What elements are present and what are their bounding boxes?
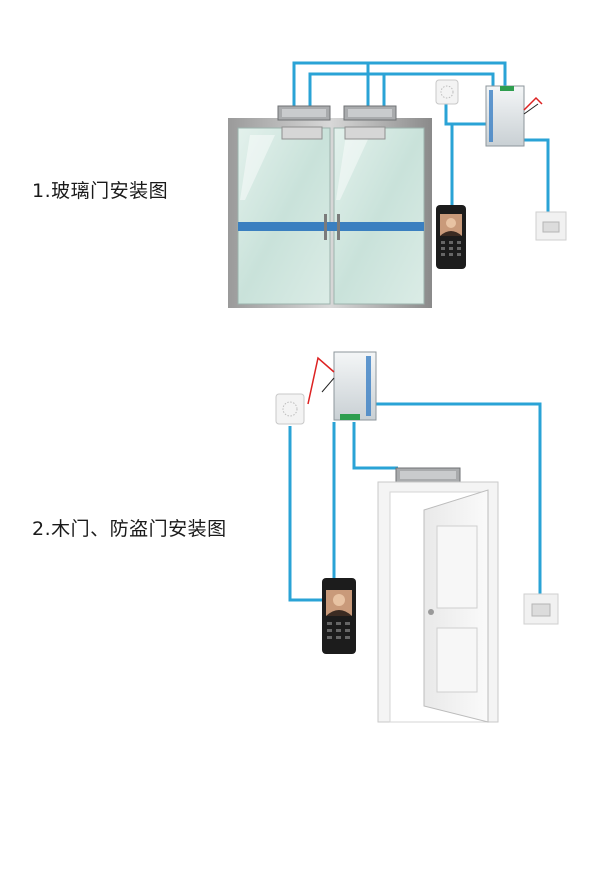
wiring xyxy=(288,402,542,602)
glass-door-diagram xyxy=(228,61,567,308)
glass-door-caption: 1.玻璃门安装图 xyxy=(32,180,169,202)
magnetic-lock-icon xyxy=(277,105,331,121)
exit-button-icon xyxy=(535,211,567,241)
doorbell-icon xyxy=(275,393,305,425)
face-recognition-terminal-icon xyxy=(322,578,356,654)
right-glass-panel xyxy=(333,127,425,305)
right-handle xyxy=(337,214,340,240)
power-supply-icon xyxy=(307,351,377,421)
magnetic-lock-icon xyxy=(395,467,461,483)
armature-plate-right xyxy=(344,126,386,140)
door-rail xyxy=(238,222,424,231)
face-recognition-terminal-icon xyxy=(436,205,466,269)
doorbell-icon xyxy=(435,79,459,105)
wood-door-caption: 2.木门、防盗门安装图 xyxy=(32,518,227,540)
wood-door-diagram xyxy=(275,351,559,723)
power-supply-icon xyxy=(485,85,543,147)
wiring xyxy=(292,61,550,212)
wood-door-leaf xyxy=(423,489,489,723)
magnetic-lock-icon xyxy=(343,105,397,121)
armature-plate-left xyxy=(281,126,323,140)
left-handle xyxy=(324,214,327,240)
left-glass-panel xyxy=(237,127,331,305)
exit-button-icon xyxy=(523,593,559,625)
door-knob xyxy=(428,609,434,615)
